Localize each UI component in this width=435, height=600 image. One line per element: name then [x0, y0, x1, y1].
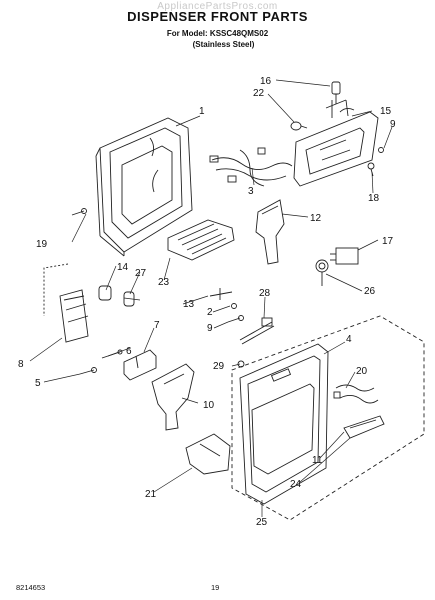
- callout-14: 14: [117, 262, 129, 273]
- part-drip-tray: [167, 219, 235, 261]
- part-screw-6: [101, 349, 123, 359]
- part-wiring-20: [333, 384, 379, 404]
- page-number: 19: [211, 583, 220, 592]
- callout-16: 16: [260, 76, 272, 87]
- callout-24: 24: [290, 479, 302, 490]
- part-control-bracket: [293, 99, 379, 187]
- callout-6: 6: [126, 346, 132, 357]
- callout-13: 13: [183, 299, 195, 310]
- part-paddle-lever: [255, 199, 285, 265]
- model-line: For Model: KSSC48QMS02: [166, 29, 269, 38]
- part-heater-8: [59, 289, 89, 343]
- part-screw-5: [79, 367, 97, 375]
- callout-15: 15: [380, 106, 392, 117]
- part-screw-9-upper: [378, 147, 384, 153]
- part-spring-26: [315, 259, 329, 286]
- doc-number: 8214653: [16, 583, 46, 592]
- part-lever-10: [151, 363, 195, 431]
- callout-26: 26: [364, 286, 376, 297]
- callout-27: 27: [135, 268, 147, 279]
- callout-9-mid: 9: [207, 323, 213, 334]
- part-screw-9-mid: [227, 315, 244, 323]
- callout-10: 10: [203, 400, 215, 411]
- part-control-panel: [343, 415, 385, 439]
- callout-17: 17: [382, 236, 394, 247]
- callout-23: 23: [158, 277, 170, 288]
- part-wire-harness: [209, 147, 293, 187]
- watermark: AppliancePartsPros.com: [157, 1, 278, 12]
- part-screw-18: [367, 162, 375, 177]
- callout-7: 7: [154, 320, 160, 331]
- callout-12: 12: [310, 213, 322, 224]
- part-bulb-22: [290, 121, 308, 131]
- callout-25: 25: [256, 517, 268, 528]
- callout-18: 18: [368, 193, 380, 204]
- callout-1: 1: [199, 106, 205, 117]
- part-screw-2: [231, 303, 237, 309]
- callout-22: 22: [253, 88, 265, 99]
- part-screw-19: [71, 208, 87, 216]
- callout-11: 11: [312, 455, 323, 466]
- callout-19: 19: [36, 239, 48, 250]
- callout-20: 20: [356, 366, 368, 377]
- callout-5: 5: [35, 378, 41, 389]
- callout-28: 28: [259, 288, 271, 299]
- part-13: [209, 288, 233, 300]
- part-funnel-21: [185, 433, 231, 475]
- finish-line: (Stainless Steel): [192, 40, 255, 49]
- part-bracket-7: [123, 349, 157, 381]
- part-cylinder-14: [98, 285, 112, 301]
- page-title: DISPENSER FRONT PARTS: [127, 9, 308, 24]
- callout-21: 21: [145, 489, 157, 500]
- callout-9-upper: 9: [390, 119, 396, 130]
- part-dispenser-housing: [95, 117, 193, 257]
- part-front-cover: [239, 343, 329, 505]
- callout-8: 8: [18, 359, 24, 370]
- part-rod-28: [239, 317, 275, 345]
- callout-2: 2: [207, 307, 213, 318]
- part-clip-16: [331, 81, 341, 104]
- callout-4: 4: [346, 334, 352, 345]
- callout-29: 29: [213, 361, 225, 372]
- callout-3: 3: [248, 186, 254, 197]
- part-switch-17: [330, 247, 359, 265]
